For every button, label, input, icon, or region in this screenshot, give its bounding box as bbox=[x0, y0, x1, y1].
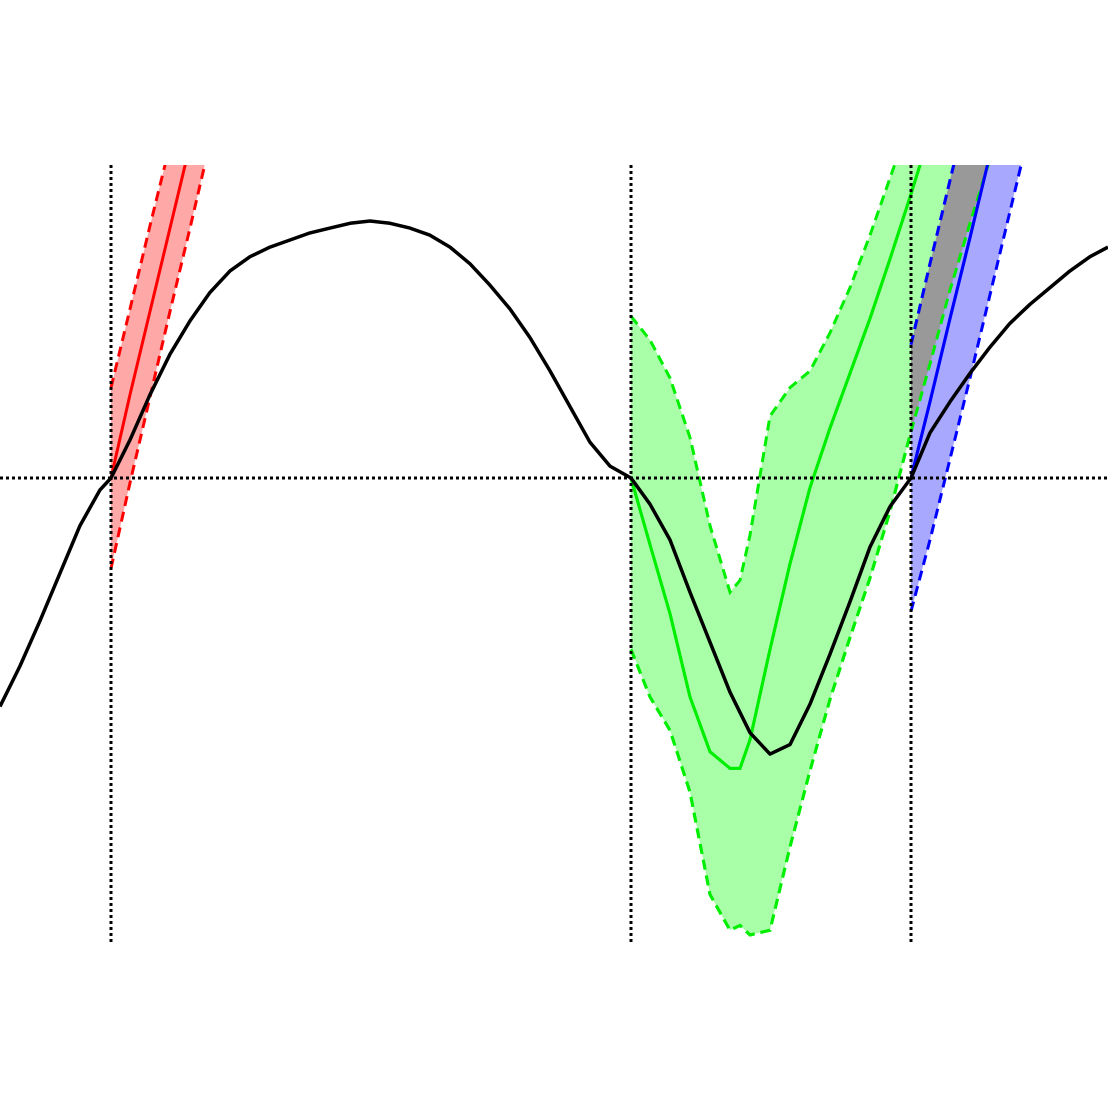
reference-lines bbox=[0, 165, 1108, 942]
band-1 bbox=[109, 165, 207, 569]
band-overlap bbox=[911, 165, 989, 432]
band-lower-3 bbox=[909, 165, 1023, 612]
band-lower-1 bbox=[109, 165, 207, 569]
band-fill-1 bbox=[111, 165, 205, 569]
confidence-bands bbox=[109, 165, 1023, 937]
band-mean-3-top bbox=[909, 165, 989, 479]
band-lower-2-top bbox=[629, 165, 990, 937]
band-mean-1 bbox=[109, 165, 187, 479]
band-fill-2 bbox=[631, 165, 989, 935]
target-curve bbox=[0, 219, 1108, 756]
curve-line bbox=[0, 219, 1108, 756]
band-upper-2 bbox=[629, 165, 897, 596]
band-mean-2-top bbox=[629, 165, 922, 770]
